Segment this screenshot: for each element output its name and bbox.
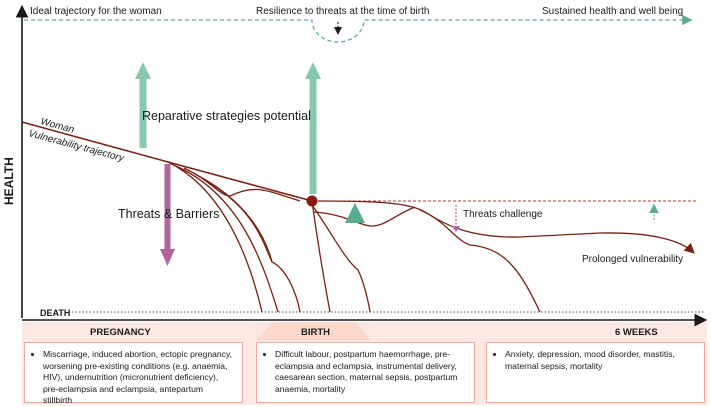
birth-risks-box: Difficult labour, postpartum haemorrhage… <box>256 342 475 403</box>
threats-challenge-label: Threats challenge <box>463 209 543 220</box>
ideal-trajectory <box>24 14 693 43</box>
pregnancy-risks-box: Miscarriage, induced abortion, ectopic p… <box>24 342 243 405</box>
sustained-health-label: Sustained health and well being <box>542 6 683 17</box>
death-label: DEATH <box>40 308 70 318</box>
postpartum-branches <box>311 200 695 313</box>
birth-wedge <box>256 322 371 340</box>
resilience-label: Resilience to threats at the time of bir… <box>256 6 429 17</box>
threats-barriers-label: Threats & Barriers <box>118 207 219 221</box>
y-axis-label: HEALTH <box>2 157 16 205</box>
pregnancy-decline-branches <box>167 161 301 313</box>
threats-challenge-arrowhead <box>452 226 460 232</box>
reparative-arrow-left <box>135 62 151 148</box>
pregnancy-risks-text: Miscarriage, induced abortion, ectopic p… <box>43 349 234 407</box>
birth-risks-text: Difficult labour, postpartum haemorrhage… <box>275 349 466 395</box>
timeline-6-weeks: 6 WEEKS <box>615 327 658 338</box>
six-weeks-risks-text: Anxiety, depression, mood disorder, mast… <box>505 349 696 372</box>
threats-barriers-arrow <box>160 164 175 266</box>
timeline-birth: BIRTH <box>301 327 330 338</box>
six-weeks-risks-box: Anxiety, depression, mood disorder, mast… <box>486 342 705 403</box>
prolonged-vulnerability-label: Prolonged vulnerability <box>582 254 683 265</box>
timeline-pregnancy: PREGNANCY <box>90 327 151 338</box>
reparative-label: Reparative strategies potential <box>142 109 311 123</box>
reparative-arrow-center <box>305 62 321 194</box>
ideal-trajectory-label: Ideal trajectory for the woman <box>30 6 162 17</box>
